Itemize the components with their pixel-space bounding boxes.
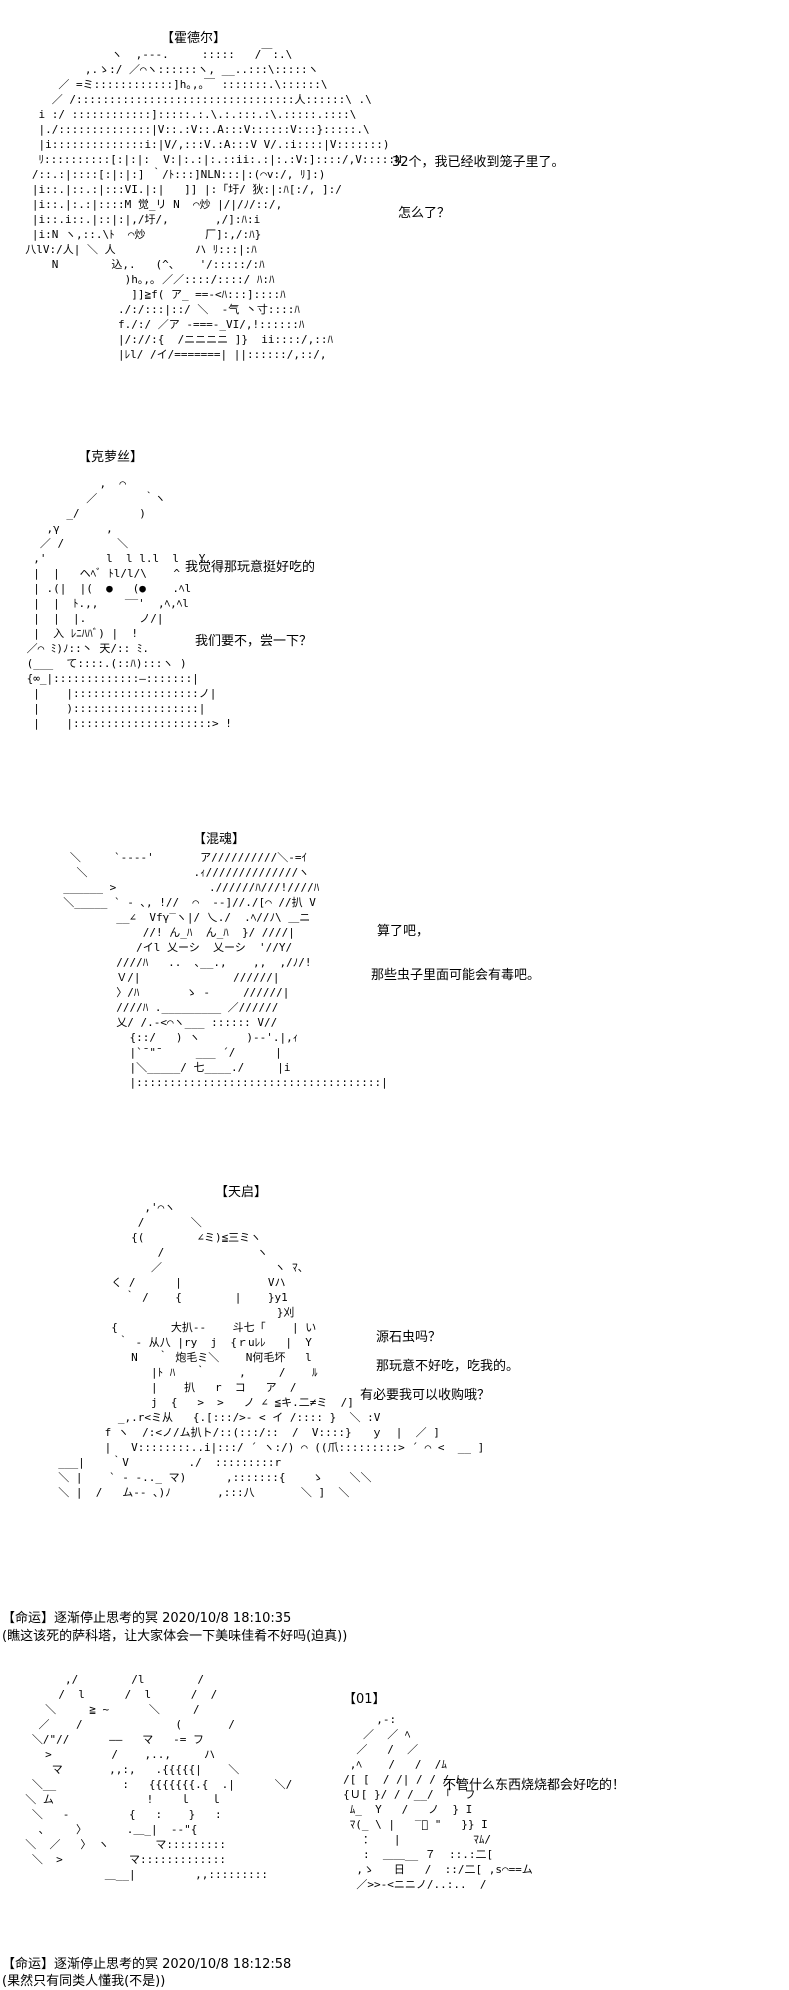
ascii-art-kroos: , ⌒ ／ ｀ヽ _/ ) ,γ , ／ / ＼ ,' l l l.l l Y …	[26, 477, 232, 730]
post-comment: (果然只有同类人懂我(不是))	[2, 1974, 166, 1989]
dialogue-line: 怎么了？	[398, 206, 451, 221]
panel-hodur: 【霍德尔】 ヽ ,---. ::::: /￣:.\ ,.ゝ:/ ／⌒ヽ:::::…	[0, 0, 789, 440]
ascii-art-tianqi: ,'⌒ヽ / ＼ {( ∠ミ)≦三ミヽ / ヽ ／ ヽ ﾏ、 く / | Vハ …	[58, 1201, 485, 1499]
ascii-art-left: ,/ /l / / l / l / / ＼ ≧ ~ ＼ / ／ / ( / ＼/…	[25, 1673, 293, 1881]
post-meta: 【命运】逐渐停止思考的冥 2020/10/8 18:10:35	[2, 1611, 292, 1626]
ascii-art-hodur: ヽ ,---. ::::: /￣:.\ ,.ゝ:/ ／⌒ヽ::::::ヽ, __…	[25, 48, 402, 361]
dialogue-line: 32个，我已经收到笼子里了。	[392, 155, 565, 170]
dialogue-line: 那些虫子里面可能会有毒吧。	[371, 968, 541, 983]
dialogue-line: 不管什么东西烧烧都会好吃的！	[443, 1778, 626, 1793]
speaker-name: 【克萝丝】	[78, 450, 144, 465]
panel-01: ,/ /l / / l / l / / ＼ ≧ ~ ＼ / ／ / ( / ＼/…	[0, 1650, 789, 1955]
ascii-art-right: ,-: ／ ／ ﾍ ／ / ／ ,ﾍ / / /ﾑ /[ [ / /| / / …	[343, 1713, 533, 1891]
panel-tianqi: 【天启】 ,'⌒ヽ / ＼ {( ∠ミ)≦三ミヽ / ヽ ／ ヽ ﾏ、 く / …	[0, 1170, 789, 1605]
speaker-name: 【01】	[343, 1692, 386, 1707]
dialogue-line: 有必要我可以收购哦？	[360, 1388, 491, 1403]
panel-hunhun: 【混魂】 ＼ `‐‐‐-' ア//////////＼‐=ｲ ＼ .ｨ//////…	[0, 780, 789, 1170]
dialogue-line: 我觉得那玩意挺好吃的	[185, 560, 316, 575]
dialogue-line: 算了吧，	[377, 924, 430, 939]
post-comment: (瞧这该死的萨科塔，让大家体会一下美味佳肴不好吗(迫真))	[2, 1629, 348, 1644]
dialogue-line: 那玩意不好吃，吃我的。	[376, 1359, 520, 1374]
speaker-name: 【霍德尔】	[161, 31, 227, 46]
dialogue-line: 源石虫吗？	[376, 1330, 442, 1345]
ascii-art-hunhun: ＼ `‐‐‐-' ア//////////＼‐=ｲ ＼ .ｨ///////////…	[63, 851, 388, 1089]
dialogue-line: 我们要不，尝一下？	[195, 634, 313, 649]
speaker-name: 【混魂】	[193, 832, 246, 847]
panel-kroos: 【克萝丝】 , ⌒ ／ ｀ヽ _/ ) ,γ , ／ / ＼ ,' l l l.…	[0, 440, 789, 780]
post-meta: 【命运】逐渐停止思考的冥 2020/10/8 18:12:58	[2, 1957, 292, 1972]
speaker-name: 【天启】	[215, 1185, 268, 1200]
